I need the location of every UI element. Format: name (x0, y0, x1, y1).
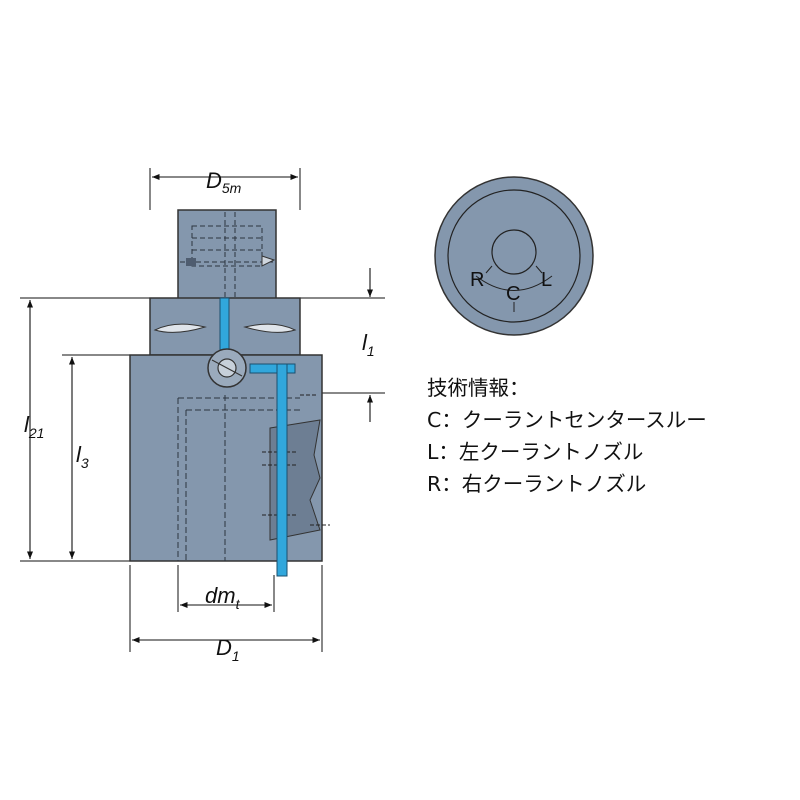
dimension-lines (26, 173, 374, 644)
extension-lines (20, 168, 385, 652)
coolant-selector-disc: R C L (434, 176, 594, 336)
dim-label-dmt: dmt (205, 583, 241, 612)
technical-info-line-c: C：クーラントセンタースルー (427, 408, 707, 432)
dim-label-l1: l1 (362, 330, 375, 359)
dim-label-l3: l3 (76, 442, 89, 471)
dim-label-d1: D1 (216, 635, 240, 664)
dim-label-l21: l21 (24, 412, 44, 441)
dim-label-d5m: D5m (206, 168, 242, 196)
clamp-screw (207, 348, 247, 388)
coin-label-c: C (506, 283, 520, 305)
technical-info-line-l: L：左クーラントノズル (427, 440, 644, 464)
shank (177, 209, 277, 301)
technical-info: 技術情報： C：クーラントセンタースルー L：左クーラントノズル R：右クーラン… (427, 372, 707, 500)
coin-label-r: R (470, 269, 484, 291)
coin-label-l: L (541, 269, 552, 291)
technical-info-line-r: R：右クーラントノズル (427, 472, 647, 496)
technical-info-title: 技術情報： (427, 376, 530, 400)
